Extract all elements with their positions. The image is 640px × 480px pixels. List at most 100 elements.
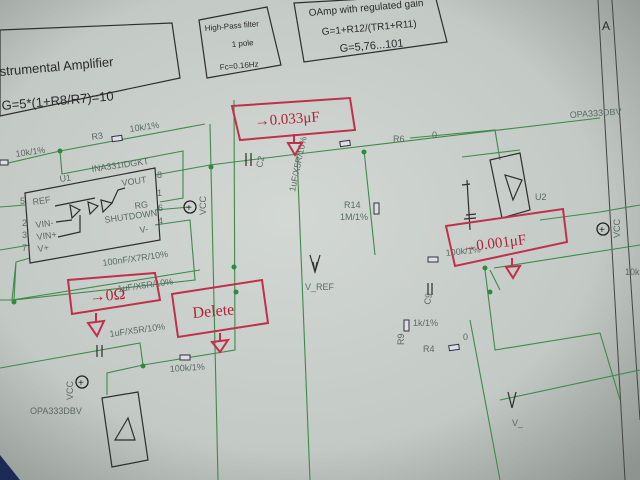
plus-icon: + xyxy=(186,203,192,214)
r6-value: 0 xyxy=(432,130,437,140)
resistor-r12 xyxy=(427,256,439,263)
pin-label: 7 xyxy=(22,243,27,253)
vcc-symbol-icon xyxy=(183,200,197,214)
potentiometer xyxy=(179,354,191,361)
border-line xyxy=(611,0,640,421)
r3-value: 10k/1% xyxy=(129,120,160,134)
annotation-delete: Delete xyxy=(192,301,235,322)
capacitor-c9 xyxy=(427,283,433,295)
high-pass-line3: Fc=0.16Hz xyxy=(219,60,259,72)
pin-label: 1 xyxy=(157,188,162,198)
resistor-r14 xyxy=(373,202,380,215)
annotation-pointer-icon xyxy=(86,313,106,339)
r-10k-value: 10k xyxy=(625,267,640,277)
opamp-symbol xyxy=(504,174,523,202)
junction xyxy=(140,363,146,369)
wire xyxy=(296,129,501,480)
capacitor-bypass xyxy=(461,179,477,231)
high-pass-line2: 1 pole xyxy=(231,38,254,49)
u1-vin-plus: VIN+ xyxy=(36,229,57,242)
r14-label: R14 xyxy=(344,200,361,210)
c2-label: C2 xyxy=(254,155,266,168)
resistor-r4 xyxy=(448,343,460,352)
vcc-label: VCC xyxy=(65,380,75,400)
junction xyxy=(233,289,239,295)
u1-rg: RG xyxy=(134,199,149,211)
chip-u3 xyxy=(101,391,149,468)
u2-label: U2 xyxy=(535,192,547,202)
u1-ref: REF xyxy=(32,195,52,207)
junction xyxy=(57,148,63,154)
annotation-box xyxy=(66,271,162,316)
pin-label: 8 xyxy=(157,170,162,180)
pin-label: 2 xyxy=(22,218,27,228)
left-res-value: 10k/1% xyxy=(15,145,46,159)
pin-label: 5 xyxy=(20,196,25,206)
u1-vminus: V- xyxy=(139,224,149,235)
annotation-cap-change: →0.033μF xyxy=(254,109,320,130)
chip-u2 xyxy=(489,152,531,219)
u3-part: OPA333DBV xyxy=(30,406,82,416)
inamp-symbol xyxy=(54,187,126,238)
pin-label: 6 xyxy=(158,203,163,213)
vref-arrow-icon xyxy=(309,254,321,275)
annotation-pointer-icon xyxy=(504,258,522,280)
annotation-box xyxy=(230,96,357,142)
plus-icon: + xyxy=(599,225,605,236)
capacitor-c2 xyxy=(245,153,252,166)
r4-value: 0 xyxy=(463,332,468,342)
r9-value: 1k/1% xyxy=(413,318,438,328)
capacitor xyxy=(96,345,103,357)
vcc-symbol-icon xyxy=(75,375,89,389)
r6-label: R6 xyxy=(393,134,405,144)
high-pass-box xyxy=(198,6,282,79)
u1-vplus: V+ xyxy=(37,243,50,254)
pin-label: 3 xyxy=(22,230,27,240)
junction xyxy=(482,265,488,271)
annotation-pointer-icon xyxy=(286,134,304,157)
u2-part: OPA333DBV xyxy=(569,106,621,120)
opamp-symbol xyxy=(113,416,136,441)
resistor-r9 xyxy=(403,319,410,332)
vcc-symbol-icon xyxy=(596,222,610,236)
oamp-box xyxy=(293,0,448,63)
resistor-r3 xyxy=(111,134,123,143)
c9-label: C9 xyxy=(422,292,434,305)
annotation-cap-change: →0.001μF xyxy=(461,232,528,256)
annotation-pointer-icon xyxy=(210,333,231,354)
u1-vin-minus: VIN- xyxy=(35,218,54,230)
vout-arrow-icon xyxy=(507,391,517,409)
pin-label: 4 xyxy=(158,216,163,226)
r12-value: 100k/1% xyxy=(445,244,481,258)
resistor-left xyxy=(0,159,9,166)
sheet-letter: A xyxy=(602,19,610,33)
pot-value: 100k/1% xyxy=(169,362,205,374)
resistor-r6 xyxy=(339,139,351,148)
chip-u1 xyxy=(24,167,161,264)
r14-value: 1M/1% xyxy=(340,212,368,222)
annotation-box xyxy=(170,278,270,339)
vcc-label: VCC xyxy=(198,195,208,215)
annotation-zero-ohm: →0Ω xyxy=(89,286,126,306)
junction xyxy=(487,289,493,295)
instr-amp-box xyxy=(0,22,181,117)
border-line xyxy=(597,0,626,480)
junction xyxy=(208,164,214,170)
junction xyxy=(11,299,17,305)
vcc-label: VCC xyxy=(612,218,622,238)
wire xyxy=(461,149,640,401)
dark-corner xyxy=(0,455,20,480)
r4-label: R4 xyxy=(423,344,435,354)
junction xyxy=(231,264,237,270)
u1-label: U1 xyxy=(59,172,72,184)
plus-icon: + xyxy=(78,378,84,389)
vout-label: V_ xyxy=(512,418,524,428)
r3-label: R3 xyxy=(91,130,104,142)
oamp-line3: G=5,76...101 xyxy=(339,37,404,55)
junction xyxy=(361,149,367,155)
u1-vout: VOUT xyxy=(121,175,148,188)
r9-label: R9 xyxy=(396,333,406,345)
